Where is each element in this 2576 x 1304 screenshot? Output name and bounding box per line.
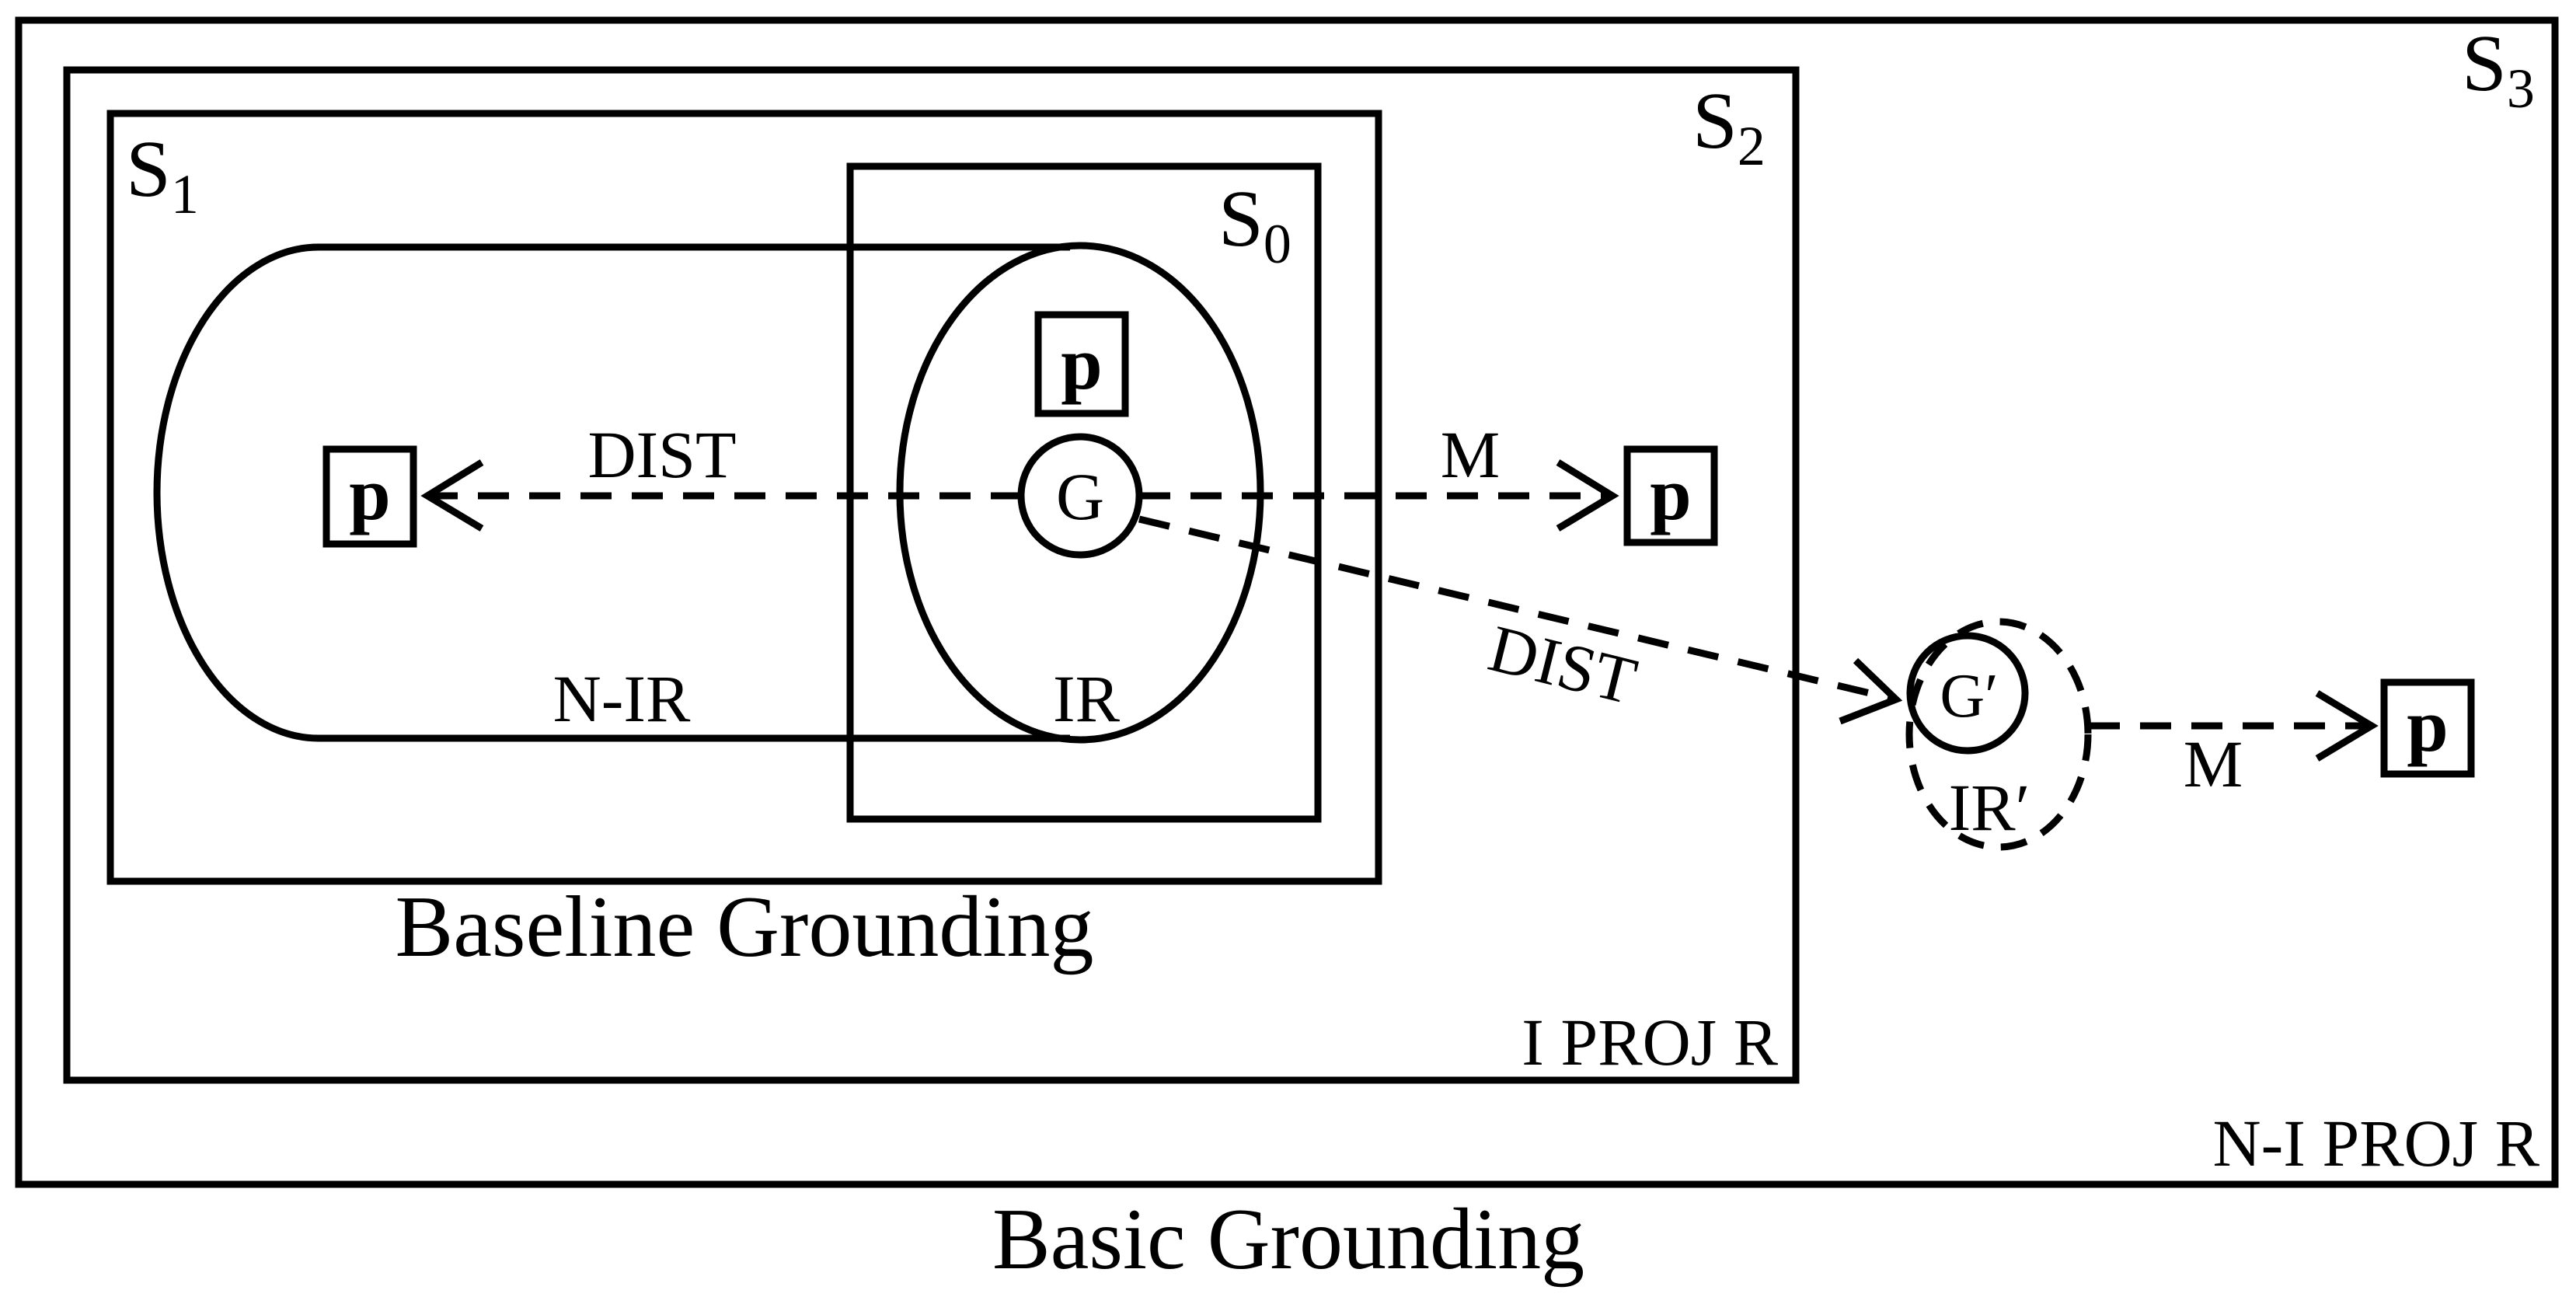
- arrowhead-diagonal: [1839, 657, 1903, 725]
- edge-label-dist-diagonal: DIST: [1482, 610, 1644, 718]
- p-box-right: [1623, 445, 1718, 546]
- ir-label: IR: [1053, 661, 1121, 736]
- arrowhead-far: [2315, 690, 2379, 762]
- region-s1-subscript: 1: [171, 163, 199, 225]
- node-g-label: G: [1056, 459, 1104, 534]
- region-s1-text: S: [126, 124, 171, 214]
- region-s3-text: S: [2462, 19, 2507, 108]
- p-label-right: p: [1650, 452, 1691, 535]
- p-label-top: p: [1061, 322, 1102, 405]
- p-label-far: p: [2407, 684, 2448, 767]
- n-i-proj-r-label: N-I PROJ R: [2212, 1106, 2539, 1180]
- n-ir-region: [153, 243, 1070, 742]
- region-s1-label: S1: [126, 124, 199, 225]
- region-s3-label: S3: [2462, 19, 2535, 120]
- arrowhead-right: [1556, 459, 1619, 532]
- p-box-top: [1034, 311, 1129, 417]
- i-proj-r-label: I PROJ R: [1522, 1005, 1778, 1079]
- p-box-far: [2380, 678, 2475, 778]
- edge-label-m-right: M: [1441, 417, 1500, 492]
- region-s0-subscript: 0: [1264, 213, 1291, 275]
- region-s2-text: S: [1692, 76, 1738, 166]
- region-s3-box: [15, 16, 2559, 1188]
- edge-label-dist-left: DIST: [587, 417, 736, 492]
- baseline-grounding-caption: Baseline Grounding: [396, 879, 1094, 975]
- node-g-prime-circle: [1906, 632, 2029, 755]
- region-s1-box: [106, 110, 1382, 885]
- edge-label-m-far: M: [2184, 727, 2243, 801]
- region-s2-subscript: 2: [1738, 115, 1766, 177]
- node-g-prime-label: G′: [1940, 662, 1998, 730]
- region-s2-label: S2: [1692, 76, 1766, 177]
- region-s3-subscript: 3: [2507, 58, 2535, 120]
- p-box-left: [322, 445, 417, 548]
- edge-dist-diagonal: [1138, 515, 1898, 703]
- region-s0-text: S: [1218, 174, 1264, 263]
- region-s0-label: S0: [1218, 174, 1291, 275]
- arrowhead-left: [420, 459, 484, 532]
- ir-prime-label: IR′: [1949, 770, 2030, 845]
- ir-prime-dashed-ellipse: [1905, 618, 2092, 851]
- region-s2-box: [63, 66, 1800, 1084]
- p-label-left: p: [349, 452, 390, 535]
- basic-grounding-caption: Basic Grounding: [992, 1191, 1584, 1288]
- n-ir-label: N-IR: [553, 661, 691, 736]
